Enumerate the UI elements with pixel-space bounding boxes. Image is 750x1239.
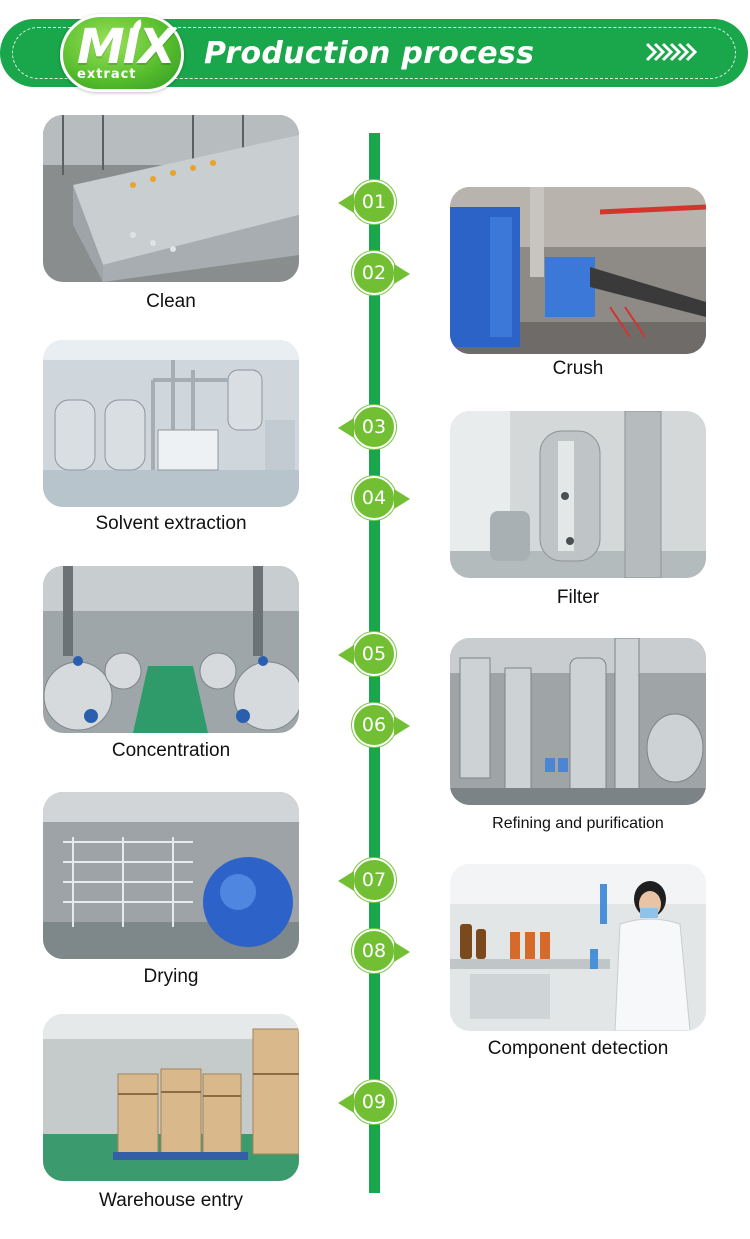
step-node-02: 02 (352, 251, 410, 295)
arrow-left-icon (338, 418, 354, 438)
arrow-right-icon (394, 489, 410, 509)
step-label-concentration: Concentration (111, 740, 231, 761)
step-node-09: 09 (338, 1080, 396, 1124)
step-node-01: 01 (338, 180, 396, 224)
step-node-08: 08 (352, 929, 410, 973)
arrow-left-icon (338, 871, 354, 891)
step-label-drying: Drying (143, 966, 199, 987)
arrow-left-icon (338, 193, 354, 213)
step-label-clean: Clean (146, 291, 196, 312)
mix-extract-logo[interactable]: MIX extract (60, 14, 184, 92)
step-node-03: 03 (338, 405, 396, 449)
step-label-solvent-extraction: Solvent extraction (95, 513, 247, 534)
photo-clean (43, 115, 299, 282)
step-node-06: 06 (352, 703, 410, 747)
banner-dashed-border (12, 27, 736, 79)
step-label-warehouse-entry: Warehouse entry (99, 1190, 243, 1211)
photo-component-detection (450, 864, 706, 1031)
arrow-right-icon (394, 716, 410, 736)
photo-filter (450, 411, 706, 578)
step-node-04: 04 (352, 476, 410, 520)
photo-refining-purification (450, 638, 706, 805)
photo-warehouse-entry (43, 1014, 299, 1181)
photo-drying (43, 792, 299, 959)
arrow-right-icon (394, 942, 410, 962)
arrow-left-icon (338, 645, 354, 665)
arrow-right-icon (394, 264, 410, 284)
step-label-crush: Crush (552, 358, 604, 379)
step-label-component-detection: Component detection (487, 1038, 669, 1059)
page-title: Production process (204, 36, 535, 71)
photo-solvent-extraction (43, 340, 299, 507)
chevrons-right-icon (645, 42, 698, 62)
step-label-filter: Filter (556, 587, 600, 608)
photo-crush (450, 187, 706, 354)
photo-concentration (43, 566, 299, 733)
step-node-05: 05 (338, 632, 396, 676)
step-label-refining-purification: Refining and purification (492, 815, 664, 832)
step-node-07: 07 (338, 858, 396, 902)
arrow-left-icon (338, 1093, 354, 1113)
